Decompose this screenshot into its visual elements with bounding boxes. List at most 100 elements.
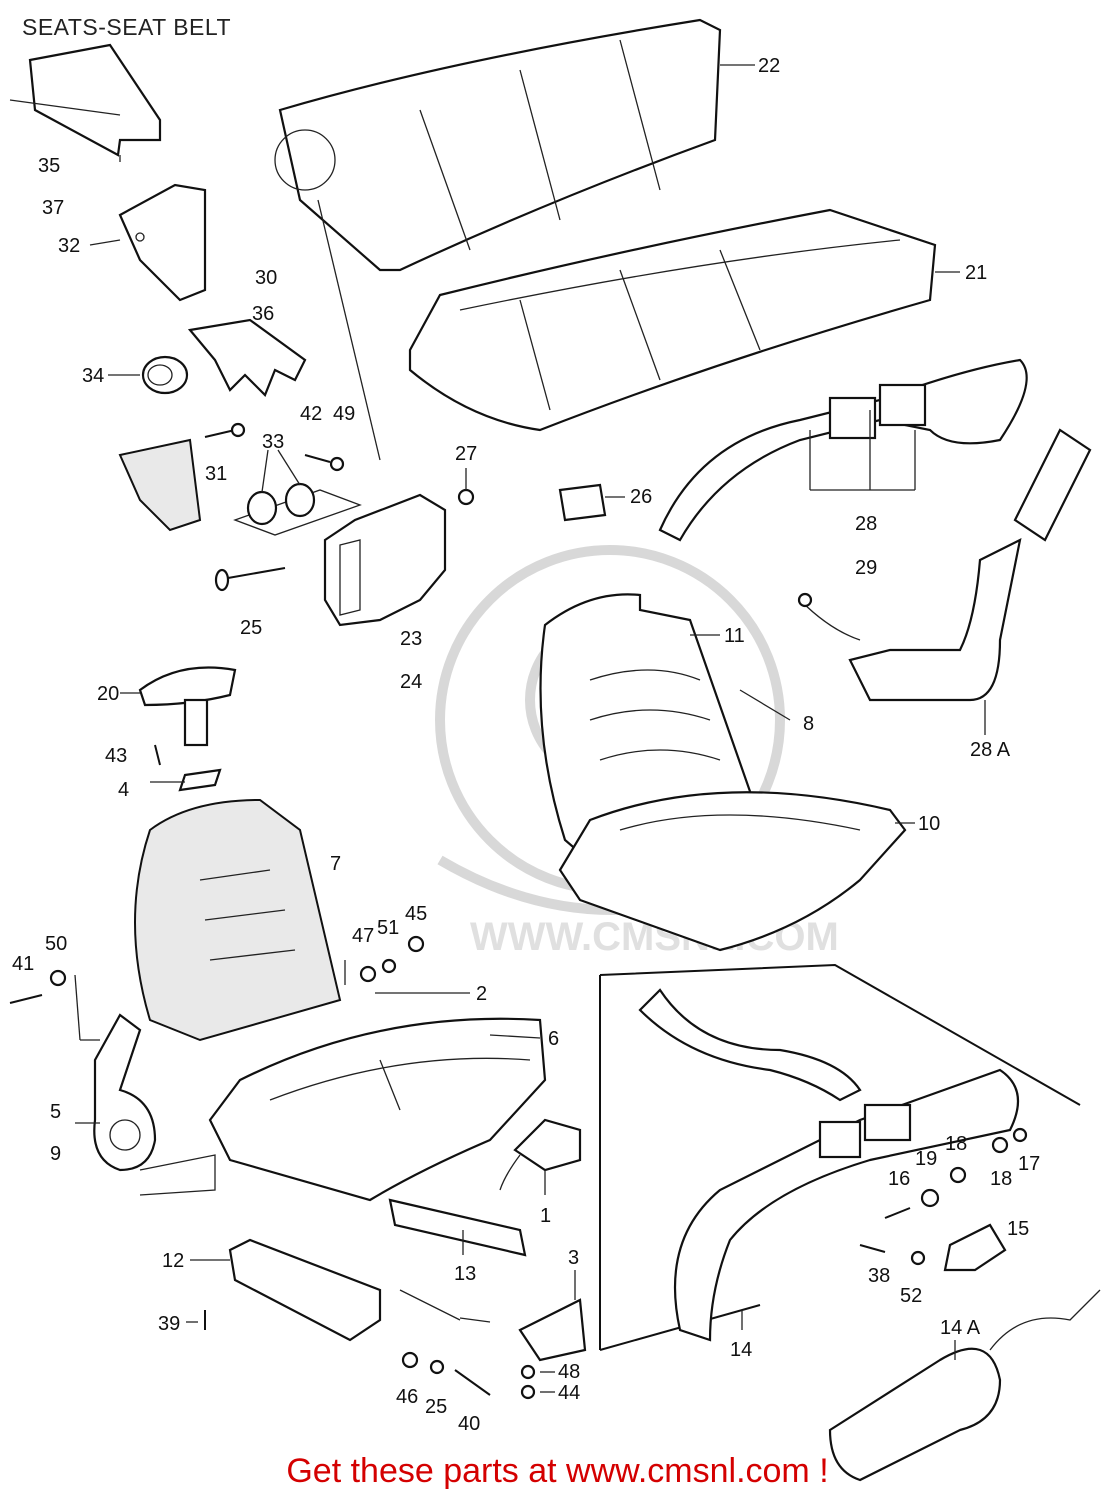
callout-42: 42 bbox=[300, 403, 322, 425]
console-cover-part bbox=[9, 43, 162, 157]
callout-39: 39 bbox=[158, 1313, 180, 1335]
callout-4: 4 bbox=[118, 779, 129, 801]
callout-2: 2 bbox=[476, 983, 487, 1005]
callout-28a: 28 A bbox=[970, 739, 1011, 761]
bolt-16-part bbox=[884, 1207, 911, 1219]
callout-23: 23 bbox=[400, 628, 422, 650]
callout-50: 50 bbox=[45, 933, 67, 955]
callout-38: 38 bbox=[868, 1265, 890, 1287]
callout-29: 29 bbox=[855, 557, 877, 579]
nut-27-part bbox=[457, 488, 475, 506]
washer-51-part bbox=[381, 958, 397, 974]
callout-labels: 22 21 35 37 32 30 36 34 42 49 33 31 27 2… bbox=[12, 55, 1040, 1435]
bracket-3-part bbox=[518, 1298, 587, 1400]
callout-13: 13 bbox=[454, 1263, 476, 1285]
callout-7: 7 bbox=[330, 853, 341, 875]
callout-49: 49 bbox=[333, 403, 355, 425]
headrest-part bbox=[138, 666, 237, 747]
callout-51: 51 bbox=[377, 917, 399, 939]
roller-parts bbox=[233, 482, 362, 536]
callout-31: 31 bbox=[205, 463, 227, 485]
front-seat-left bbox=[134, 798, 547, 1202]
callout-44: 44 bbox=[558, 1382, 580, 1404]
washer-52-part bbox=[910, 1250, 926, 1266]
callout-37: 37 bbox=[42, 197, 64, 219]
callout-25b: 25 bbox=[425, 1396, 447, 1418]
callout-18a: 18 bbox=[945, 1133, 967, 1155]
recliner-part bbox=[93, 1013, 216, 1196]
callout-20: 20 bbox=[97, 683, 119, 705]
callout-41: 41 bbox=[12, 953, 34, 975]
callout-22: 22 bbox=[758, 55, 780, 77]
callout-19: 19 bbox=[915, 1148, 937, 1170]
anchor-15-part bbox=[943, 1223, 1007, 1272]
screw-43-part bbox=[154, 744, 161, 766]
front-seat-right bbox=[539, 593, 907, 952]
seat-rail-part bbox=[228, 1198, 527, 1342]
callout-9: 9 bbox=[50, 1143, 61, 1165]
callout-48: 48 bbox=[558, 1361, 580, 1383]
washer-19-part bbox=[920, 1188, 940, 1208]
callout-24: 24 bbox=[400, 671, 422, 693]
bolt-block-part bbox=[118, 422, 246, 532]
callout-16: 16 bbox=[888, 1168, 910, 1190]
callout-25a: 25 bbox=[240, 617, 262, 639]
clip-26-part bbox=[558, 483, 607, 522]
front-belt-part bbox=[638, 988, 1020, 1342]
bolt-40-part bbox=[454, 1369, 491, 1396]
callout-11: 11 bbox=[724, 625, 745, 647]
rear-belt-part bbox=[658, 358, 1028, 542]
knob-part bbox=[141, 355, 189, 395]
callout-27: 27 bbox=[455, 443, 477, 465]
washer-18b-part bbox=[991, 1136, 1009, 1154]
callout-8: 8 bbox=[803, 713, 814, 735]
bolt-38-part bbox=[859, 1244, 886, 1253]
callout-6: 6 bbox=[548, 1028, 559, 1050]
callout-34: 34 bbox=[82, 365, 104, 387]
callout-47: 47 bbox=[352, 925, 374, 947]
callout-1: 1 bbox=[540, 1205, 551, 1227]
callout-10: 10 bbox=[918, 813, 940, 835]
callout-35: 35 bbox=[38, 155, 60, 177]
bolt-42-part bbox=[304, 454, 345, 472]
callout-32: 32 bbox=[58, 235, 80, 257]
callout-14a: 14 A bbox=[940, 1317, 981, 1339]
callout-45: 45 bbox=[405, 903, 427, 925]
callout-12: 12 bbox=[162, 1250, 184, 1272]
bolt-41-part bbox=[9, 994, 43, 1004]
callout-46: 46 bbox=[396, 1386, 418, 1408]
washer-45-part bbox=[407, 935, 425, 953]
console-panel-part bbox=[118, 183, 207, 302]
callout-21: 21 bbox=[965, 262, 987, 284]
washer-18a-part bbox=[949, 1166, 967, 1184]
washer-46-part bbox=[401, 1351, 419, 1369]
bolt-25-part bbox=[214, 567, 286, 592]
callout-36: 36 bbox=[252, 303, 274, 325]
rear-seat-back bbox=[274, 18, 722, 272]
switch-1-part bbox=[513, 1118, 582, 1172]
callout-18b: 18 bbox=[990, 1168, 1012, 1190]
callout-33: 33 bbox=[262, 431, 284, 453]
callout-52: 52 bbox=[900, 1285, 922, 1307]
callout-5: 5 bbox=[50, 1101, 61, 1123]
callout-14: 14 bbox=[730, 1339, 752, 1361]
callout-40: 40 bbox=[458, 1413, 480, 1435]
washer-25-part bbox=[429, 1359, 445, 1375]
leader-lines bbox=[74, 64, 986, 1393]
callout-3: 3 bbox=[568, 1247, 579, 1269]
callout-15: 15 bbox=[1007, 1218, 1029, 1240]
washer-50-part bbox=[49, 969, 67, 987]
callout-28: 28 bbox=[855, 513, 877, 535]
footer-link[interactable]: Get these parts at www.cmsnl.com ! bbox=[286, 1452, 829, 1490]
rear-seat-cushion bbox=[408, 208, 937, 432]
callout-26: 26 bbox=[630, 486, 652, 508]
buckle-14a-part bbox=[828, 1289, 1101, 1482]
guide-4-part bbox=[178, 768, 222, 792]
washer-47-part bbox=[359, 965, 377, 983]
page-title: SEATS-SEAT BELT bbox=[22, 14, 232, 40]
callout-43: 43 bbox=[105, 745, 127, 767]
washer-17-part bbox=[1012, 1127, 1028, 1143]
hinge-bracket-part bbox=[323, 493, 447, 627]
callout-30: 30 bbox=[255, 267, 277, 289]
